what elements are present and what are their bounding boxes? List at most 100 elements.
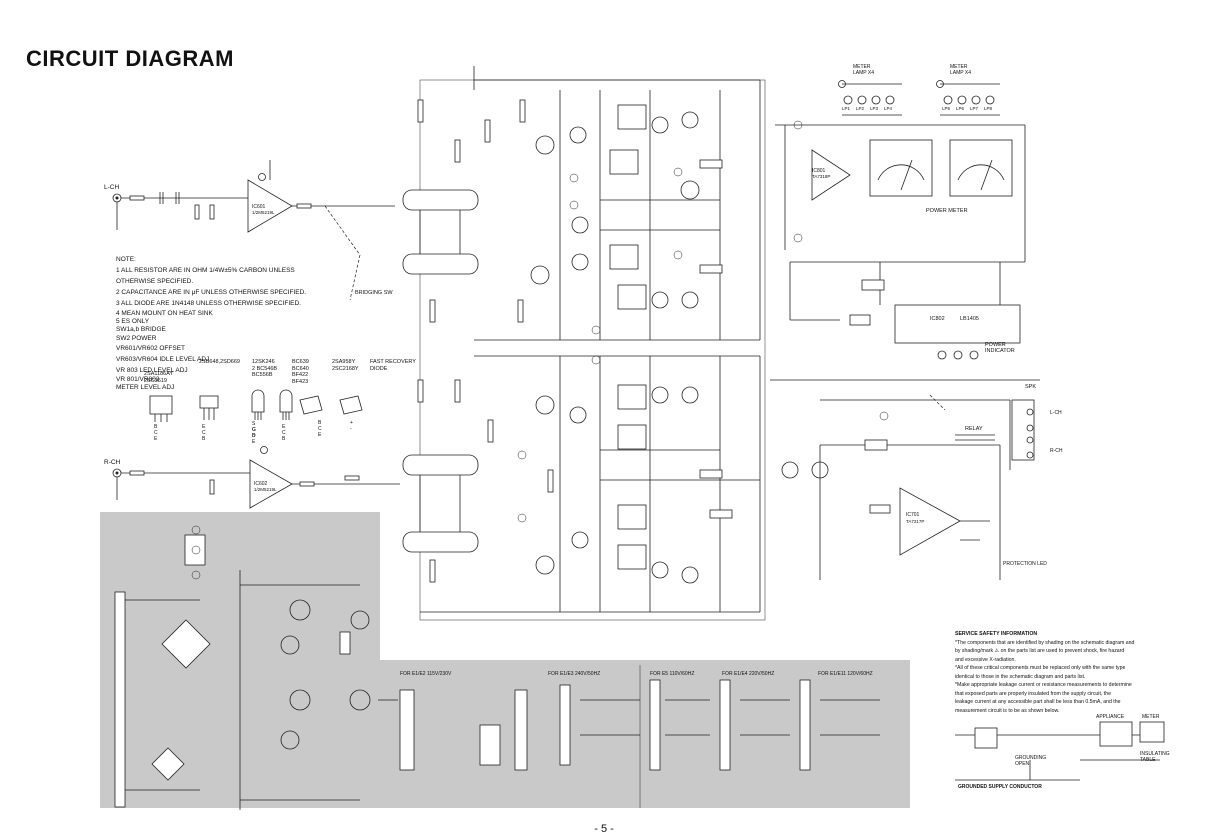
meter-lamps-left (838, 80, 902, 116)
pin-label: S G D (252, 421, 256, 439)
safety-line: *Make appropriate leakage current or res… (955, 682, 1132, 688)
pin-label: E C B (282, 424, 286, 442)
ic602-label: IC602 (254, 481, 268, 487)
leakage-test-diagram (955, 721, 1165, 781)
q602-dual-transistor (402, 454, 479, 476)
safety-line: that exposed parts are properly insulate… (955, 690, 1111, 697)
note-line: 2 CAPACITANCE ARE IN μF UNLESS OTHERWISE… (116, 289, 307, 296)
safety-line: and excessive X-radiation. (955, 656, 1016, 663)
psu-variant-label: FOR E1/E2 115V/230V (400, 671, 452, 677)
note-line: 3 ALL DIODE ARE 1N4148 UNLESS OTHERWISE … (116, 300, 301, 307)
ic802-lb1405 (789, 261, 1025, 360)
pin-label: B C E (154, 424, 158, 442)
note-line: VR 801/VR802 (116, 376, 160, 383)
power-supply-left (114, 534, 371, 810)
lamp-lp2: LP2 (856, 106, 865, 111)
lower-output-stage (535, 356, 761, 612)
pin-label: B C E (318, 420, 322, 438)
power-meter-block (775, 124, 1026, 262)
lamp-lp8: LP8 (984, 106, 993, 111)
safety-diagram-label: APPLIANCE (1096, 714, 1125, 720)
note-line: METER LEVEL ADJ (116, 384, 175, 391)
note-line: 4 MEAN MOUNT ON HEAT SINK (116, 310, 213, 317)
upper-output-stage (530, 80, 761, 340)
meter-lamps-right (936, 80, 1000, 116)
power-indicator-label: POWER INDICATOR (985, 342, 1015, 354)
transistor-group: 2SA1186AY 2SC3519 (144, 371, 174, 384)
spk-label: SPK (1025, 384, 1037, 390)
safety-line: *The components that are identified by s… (955, 639, 1135, 646)
note-line: VR603/VR604 IDLE LEVEL ADJ (116, 356, 210, 363)
q601-dual-transistor (402, 189, 479, 211)
ic701-label: IC701 (906, 512, 920, 518)
ic801-part: TA7318P (812, 174, 831, 179)
ic601-opamp-r (249, 459, 293, 509)
power-meter-label: POWER METER (926, 208, 968, 214)
bridging-sw-label: BRIDGING SW (355, 290, 393, 296)
protection-led-label: PROTECTION LED (1003, 561, 1047, 567)
ic701-part: TA7317P (906, 519, 925, 524)
psu-variant-label: FOR E1/E4 220V/50HZ (722, 671, 775, 677)
transformer-variants (378, 665, 880, 808)
lamp-lp1: LP1 (842, 106, 851, 111)
pin-label: E C B (202, 424, 206, 442)
psu-variant-label: FOR E1/E11 120V/60HZ (818, 671, 873, 677)
meter-lamp-label-left: METER LAMP X4 (853, 64, 875, 76)
note-line: 5 ES ONLY (116, 318, 150, 325)
page-title: CIRCUIT DIAGRAM (26, 46, 234, 71)
lamp-lp6: LP6 (956, 106, 965, 111)
transistor-group: 2SA958Y 2SC2168Y (332, 359, 359, 372)
ic602-part: 1/2M5219L (254, 487, 277, 492)
notes-heading: NOTE: (116, 256, 136, 263)
pin-label: + - (350, 420, 353, 432)
ic701-protection (781, 439, 1001, 580)
transistor-group: FAST RECOVERY DIODE (370, 359, 416, 372)
safety-diagram-label: GROUNDED SUPPLY CONDUCTOR (958, 784, 1042, 790)
lamp-lp4: LP4 (884, 106, 893, 111)
psu-variant-label: FOR E5 110V/60HZ (650, 671, 695, 677)
transistor-group: BC639 BC640 BF422 BF423 (292, 359, 309, 385)
page-number: - 5 - (594, 823, 614, 835)
safety-line: *All of these critical components must b… (955, 665, 1126, 671)
speaker-relay-block (770, 379, 1040, 470)
lamp-lp7: LP7 (970, 106, 979, 111)
safety-diagram-label: GROUNDING OPEN (1015, 755, 1047, 767)
ic802-label: IC802 (930, 316, 945, 322)
q604-dual-transistor (402, 531, 479, 553)
safety-info: SERVICE SAFETY INFORMATION *The componen… (955, 630, 1195, 715)
safety-diagram-label: INSULATING TABLE (1140, 751, 1170, 763)
ic601-part: 1/2M5219L (252, 210, 275, 215)
note-line: OTHERWISE SPECIFIED. (116, 278, 194, 285)
psu-variant-label: FOR E1/E3 240V/50HZ (548, 671, 601, 677)
safety-line: leakage current at any accessible part s… (955, 699, 1121, 705)
ic801-label: IC801 (812, 168, 826, 174)
note-line: 1 ALL RESISTOR ARE IN OHM 1/4W±5% CARBON… (116, 267, 295, 274)
safety-diagram-label: METER (1142, 714, 1160, 720)
meter-lamp-label-right: METER LAMP X4 (950, 64, 972, 76)
ic802-part: LB1405 (960, 316, 979, 322)
r-ch-label: R-CH (104, 459, 121, 466)
safety-line: measurement circuit is to be as shown be… (955, 707, 1060, 714)
transistor-group: 2SB648,2SD669 (199, 359, 240, 365)
ic601-label: IC601 (252, 204, 266, 210)
note-line: VR 803 LED LEVEL ADJ (116, 367, 188, 374)
notes-block: NOTE: 1 ALL RESISTOR ARE IN OHM 1/4W±5% … (116, 254, 436, 392)
safety-heading: SERVICE SAFETY INFORMATION (955, 631, 1038, 637)
note-line: SW1a,b BRIDGE (116, 326, 166, 333)
pin-label: C B E (252, 427, 256, 445)
lamp-lp3: LP3 (870, 106, 879, 111)
relay-label: RELAY (965, 426, 983, 432)
spk-lch-label: L-CH (1050, 410, 1062, 416)
safety-line: identical to those in the schematic diag… (955, 673, 1086, 680)
ic601-opamp (247, 179, 293, 233)
lamp-lp5: LP5 (942, 106, 951, 111)
transistor-group: 12SK246 2 BC546B BC556B (252, 359, 278, 378)
safety-line: by shading/mark ⚠ on the parts list are … (955, 648, 1125, 654)
q603-dual-transistor (402, 253, 479, 275)
power-transformer-shaded-area (378, 660, 910, 808)
spk-rch-label: R-CH (1050, 448, 1063, 454)
l-ch-label: L-CH (104, 184, 120, 191)
note-line: VR601/VR602 OFFSET (116, 345, 185, 352)
note-line: SW2 POWER (116, 335, 157, 342)
